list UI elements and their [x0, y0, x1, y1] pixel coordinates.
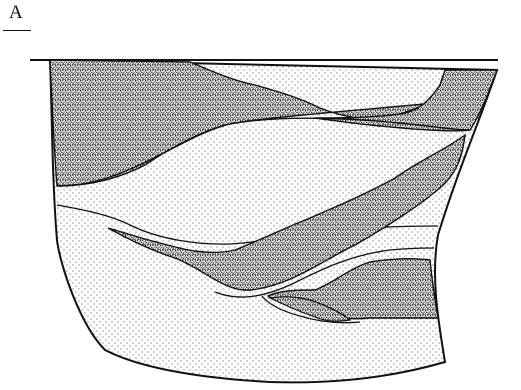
- stratigraphic-section-drawing: [0, 0, 521, 390]
